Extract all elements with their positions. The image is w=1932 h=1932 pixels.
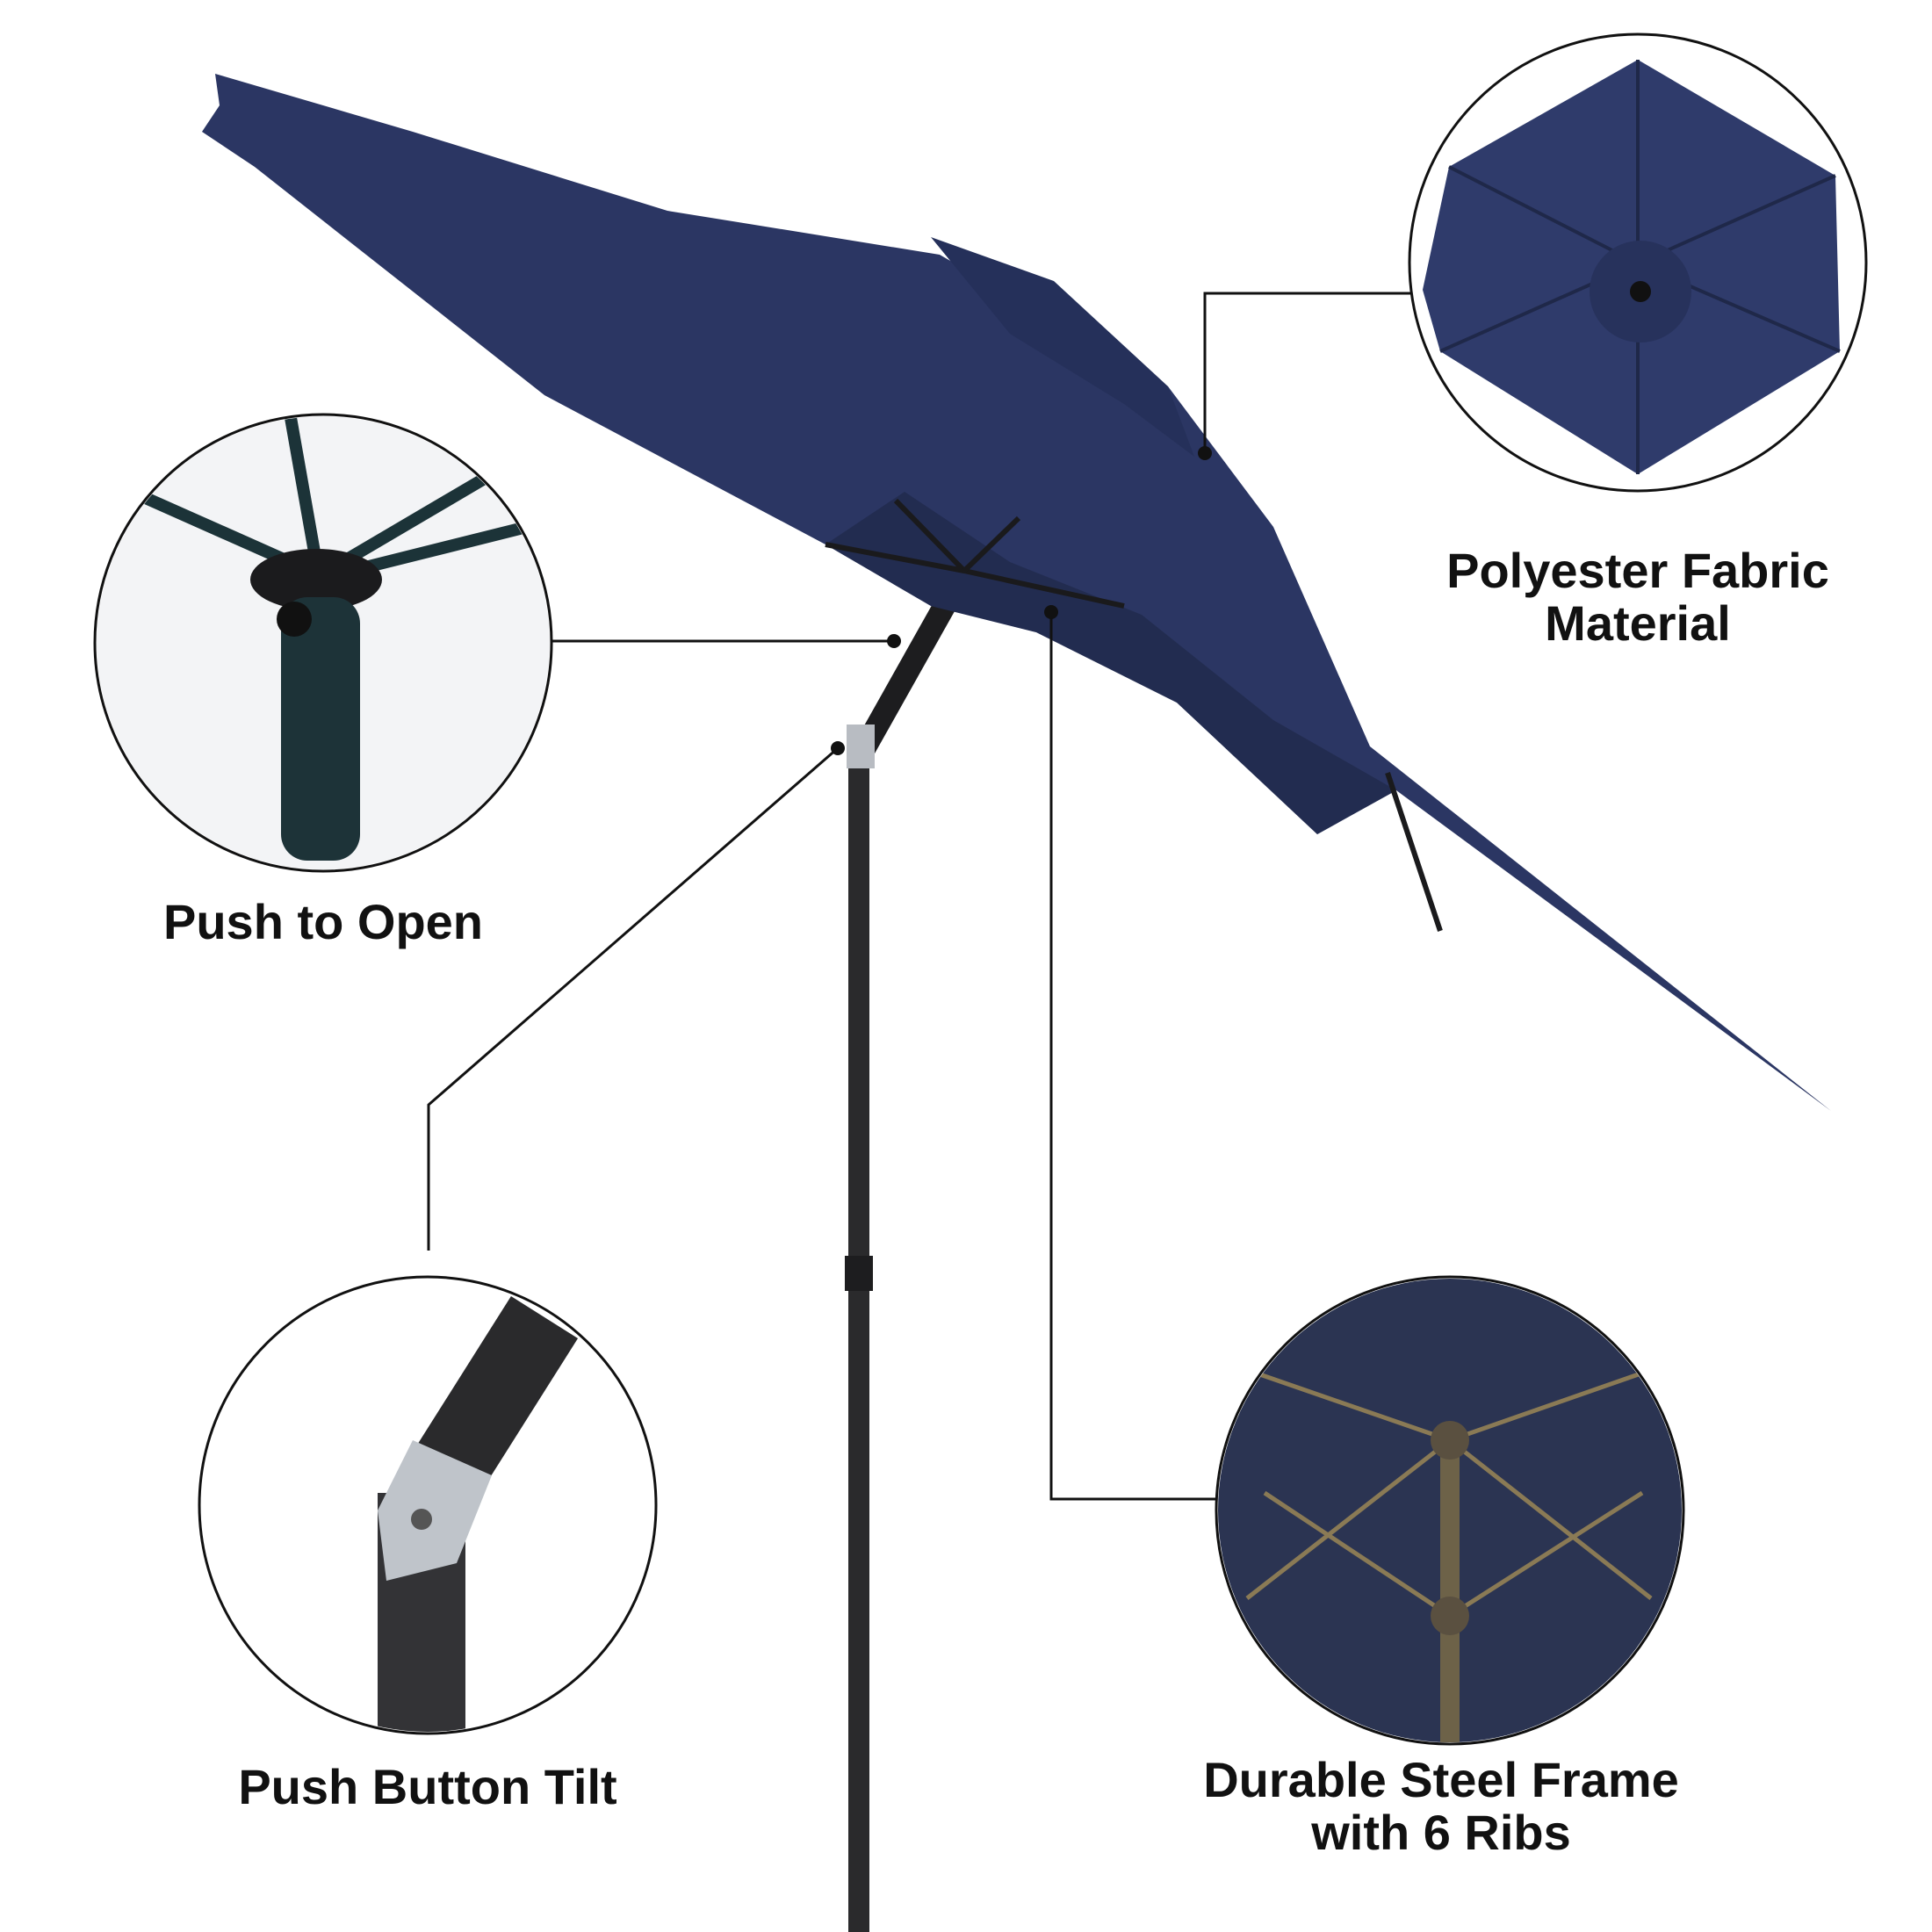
open-dot [887,634,901,648]
frame-label-line1: Durable Steel Frame [1203,1752,1679,1807]
tilt-callout-label: Push Button Tilt [238,1761,616,1813]
ribs [825,498,1443,932]
tilt-label-line1: Push Button Tilt [238,1759,617,1814]
detail-fabric-top-view [1408,32,1868,493]
frame-leader [1049,612,1217,1501]
callout-lines [427,292,1410,1501]
fabric-dot [1198,446,1212,460]
umbrella-main [202,74,1831,1932]
detail-steel-frame [1215,1275,1685,1746]
pole [848,755,869,1932]
pole-joint [845,1256,873,1291]
open-callout-label: Push to Open [163,896,483,948]
fabric-callout-label: Polyester Fabric Material [1446,544,1829,650]
frame-dot [1044,605,1058,619]
open-label-line1: Push to Open [163,894,483,949]
detail-push-button-tilt [198,1275,658,1735]
frame-label-line2: with 6 Ribs [1311,1805,1571,1860]
tilt-dot [831,741,845,755]
fabric-leader [1203,292,1410,453]
tilt-hinge [847,724,875,768]
fabric-label-line2: Material [1545,595,1731,651]
canopy-shadow [825,492,1396,834]
frame-callout-label: Durable Steel Frame with 6 Ribs [1203,1754,1679,1859]
fabric-label-line1: Polyester Fabric [1446,543,1829,598]
canopy-vent [931,237,1194,457]
detail-push-to-open [93,413,553,873]
tilt-leader [427,746,839,1251]
